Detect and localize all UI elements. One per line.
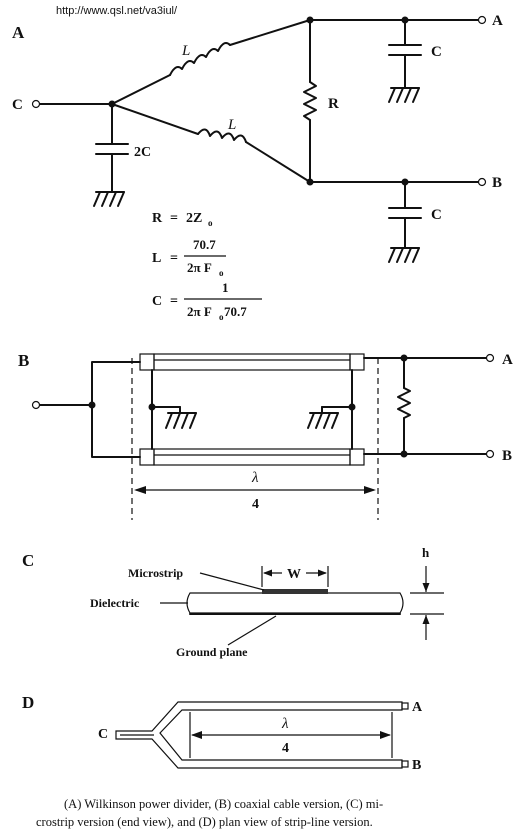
- formula-l-lhs: L: [152, 251, 161, 266]
- ground-icon: [165, 406, 197, 429]
- formula-r-sub: o: [208, 218, 213, 228]
- dim-arrow-left: [191, 731, 202, 739]
- dielectric-substrate: [186, 592, 404, 614]
- dim-arrow-right: [364, 486, 376, 494]
- formula-l-num: 70.7: [193, 237, 216, 252]
- top-branch-wire-2: [229, 19, 311, 46]
- dim-denominator: 4: [252, 497, 259, 512]
- input-terminal: [31, 400, 41, 410]
- formula-l-eq: =: [170, 251, 178, 266]
- coax-bottom-cable: [153, 448, 351, 466]
- dim-numerator: λ: [251, 470, 259, 486]
- dim-denominator: 4: [282, 741, 289, 756]
- port-c-terminal: [31, 99, 41, 109]
- bottom-branch-wire-2: [245, 141, 311, 183]
- dim-arrow-left: [134, 486, 146, 494]
- bottom-branch-wire: [111, 103, 199, 135]
- stripline-conductor: [115, 701, 403, 769]
- port-a-label: A: [502, 352, 513, 368]
- section-a-letter: A: [12, 23, 25, 42]
- section-d-letter: D: [22, 693, 34, 712]
- section-b-coax: B: [18, 351, 513, 520]
- formula-r: R = 2Z o: [152, 211, 213, 228]
- ground-icon: [388, 87, 420, 103]
- formula-l: L = 70.7 2π F o: [152, 237, 226, 278]
- port-b-label: B: [412, 758, 421, 773]
- cap-b-label: C: [431, 207, 442, 223]
- section-c-letter: C: [22, 551, 34, 570]
- dielectric-label: Dielectric: [90, 596, 140, 610]
- caption-line-2: crostrip version (end view), and (D) pla…: [36, 815, 373, 829]
- height-label: h: [422, 545, 430, 560]
- port-a-label: A: [492, 13, 503, 29]
- h-arrow-top: [422, 583, 430, 592]
- port-c-label: C: [98, 727, 108, 742]
- section-b-letter: B: [18, 351, 29, 370]
- port-a-terminal: [477, 15, 487, 25]
- formula-c: C = 1 2π F o 70.7: [152, 280, 262, 322]
- coax-bottom-connector-left: [139, 448, 155, 466]
- formula-c-lhs: C: [152, 294, 162, 309]
- dim-numerator: λ: [281, 716, 289, 732]
- port-b-terminal: [477, 177, 487, 187]
- section-d-stripline: D C A B λ 4: [22, 693, 423, 773]
- formula-c-eq: =: [170, 294, 178, 309]
- port-b-label: B: [502, 448, 512, 464]
- source-url: http://www.qsl.net/va3iul/: [56, 5, 178, 17]
- ground-plane-leader: [227, 615, 277, 646]
- formula-l-den: 2π F: [187, 260, 212, 275]
- inductor-bottom-label: L: [227, 117, 236, 133]
- top-branch-wire: [111, 74, 171, 105]
- feed-bottom: [91, 404, 141, 458]
- port-b-label: B: [492, 175, 502, 191]
- coax-bottom-connector-right: [349, 448, 365, 466]
- resistor: [303, 81, 317, 121]
- port-b-terminal: [485, 449, 495, 459]
- w-arrow-right: [318, 569, 327, 577]
- section-a-schematic: A C L L A B R: [12, 13, 503, 322]
- microstrip-conductor: [262, 589, 328, 594]
- cap-a-label: C: [431, 44, 442, 60]
- formula-c-num: 1: [222, 280, 229, 295]
- cap-2c-label: 2C: [134, 145, 151, 160]
- port-b-stub: [401, 760, 409, 768]
- port-a-terminal: [485, 353, 495, 363]
- formula-c-den: 2π F: [187, 304, 212, 319]
- ground-plane-label: Ground plane: [176, 645, 248, 659]
- inductor-top: [169, 42, 231, 76]
- w-arrow-left: [263, 569, 272, 577]
- port-a-stub: [401, 702, 409, 710]
- formula-r-eq: =: [170, 211, 178, 226]
- dim-arrow-right: [380, 731, 391, 739]
- ground-icon: [93, 191, 125, 207]
- width-label: W: [287, 567, 301, 582]
- formula-r-lhs: R: [152, 211, 163, 226]
- resistor: [397, 387, 411, 419]
- formula-c-den-sub: o: [219, 312, 224, 322]
- port-a-label: A: [412, 700, 423, 715]
- formula-c-den-tail: 70.7: [224, 304, 247, 319]
- coax-top-connector-left: [139, 353, 155, 371]
- resistor-label: R: [328, 96, 339, 112]
- coax-top-cable: [153, 353, 351, 371]
- section-c-microstrip: C W Microstrip Dielectric Ground plane h: [22, 545, 444, 659]
- inductor-bottom: [197, 128, 247, 143]
- formula-l-den-sub: o: [219, 268, 224, 278]
- caption-line-1: (A) Wilkinson power divider, (B) coaxial…: [64, 797, 383, 811]
- microstrip-leader: [199, 572, 265, 591]
- formula-r-rhs: 2Z: [186, 211, 202, 226]
- inductor-top-label: L: [181, 43, 190, 59]
- coax-top-connector-right: [349, 353, 365, 371]
- ground-icon: [388, 247, 420, 263]
- microstrip-label: Microstrip: [128, 566, 183, 580]
- ground-icon: [307, 406, 339, 429]
- h-arrow-bottom: [422, 615, 430, 624]
- port-c-label: C: [12, 97, 23, 113]
- feed-top: [91, 361, 141, 406]
